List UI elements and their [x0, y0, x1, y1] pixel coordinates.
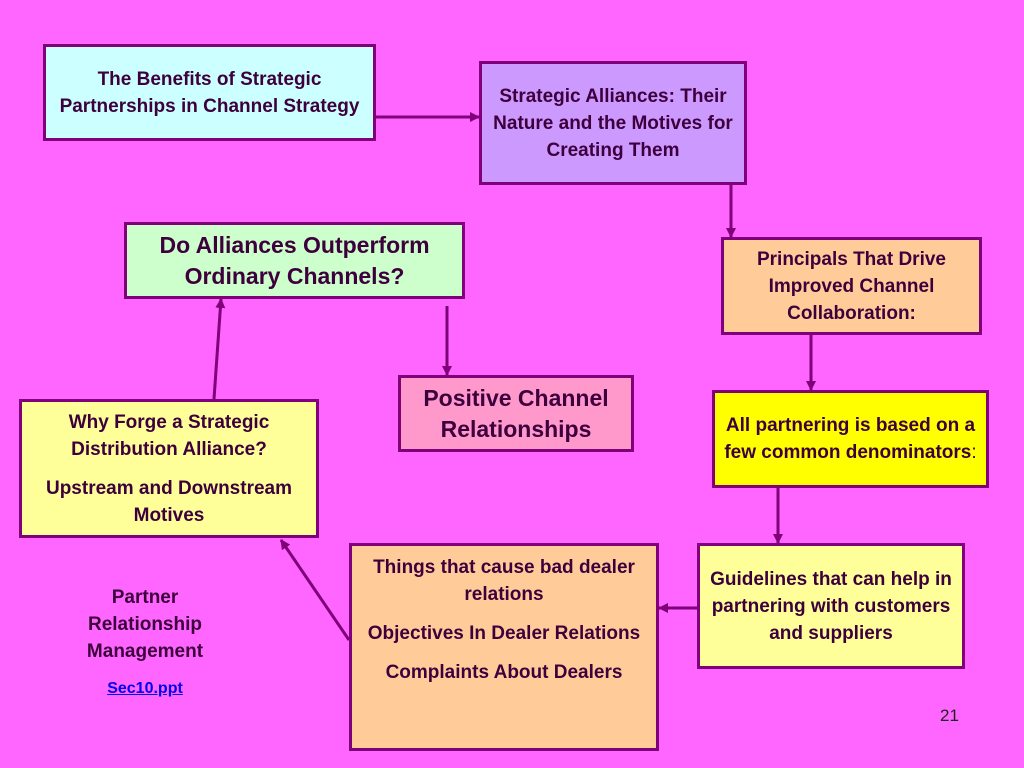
nature-text: Strategic Alliances: Their Nature and th… — [493, 85, 733, 161]
outperform-text: Do Alliances Outperform Ordinary Channel… — [159, 231, 430, 289]
nature-box: Strategic Alliances: Their Nature and th… — [479, 61, 747, 185]
principals-text: Principals That Drive Improved Channel C… — [756, 248, 946, 324]
arrow-why-forge-to-outperform — [212, 298, 226, 400]
principals-box: Principals That Drive Improved Channel C… — [721, 237, 982, 335]
guidelines-text: Guidelines that can help in partnering w… — [710, 568, 952, 644]
why-forge-text: Why Forge a Strategic Distribution Allia… — [68, 411, 270, 460]
arrow-bad-relations-to-why-forge — [279, 539, 351, 641]
positive-box: Positive Channel Relationships — [398, 375, 634, 452]
motives-text: Upstream and Downstream Motives — [45, 477, 292, 526]
objectives-text: Objectives In Dealer Relations — [367, 623, 641, 644]
guidelines-box: Guidelines that can help in partnering w… — [697, 543, 965, 669]
positive-text: Positive Channel Relationships — [423, 384, 609, 442]
page-number: 21 — [940, 706, 959, 725]
why-forge-box: Why Forge a Strategic Distribution Allia… — [19, 399, 319, 538]
denominators-main: All partnering is based on a few common … — [724, 415, 976, 463]
outperform-box: Do Alliances Outperform Ordinary Channel… — [124, 222, 465, 299]
bad-relations-text: Things that cause bad dealer relations — [373, 557, 635, 605]
dealer-relations-box: Things that cause bad dealer relations O… — [349, 543, 659, 751]
benefits-text: The Benefits of Strategic Partnerships i… — [59, 68, 360, 117]
denominators-box: All partnering is based on a few common … — [712, 390, 989, 488]
sec10-link[interactable]: Sec10.ppt — [107, 680, 183, 697]
sec10-link-wrap: Sec10.ppt — [85, 680, 205, 698]
benefits-box: The Benefits of Strategic Partnerships i… — [43, 44, 376, 141]
partner-management-label: Partner Relationship Management — [55, 584, 235, 665]
denominators-colon: : — [971, 442, 977, 463]
complaints-text: Complaints About Dealers — [385, 662, 623, 683]
partner-management-text: Partner Relationship Management — [86, 587, 204, 662]
denominators-text: All partnering is based on a few common … — [723, 412, 978, 466]
